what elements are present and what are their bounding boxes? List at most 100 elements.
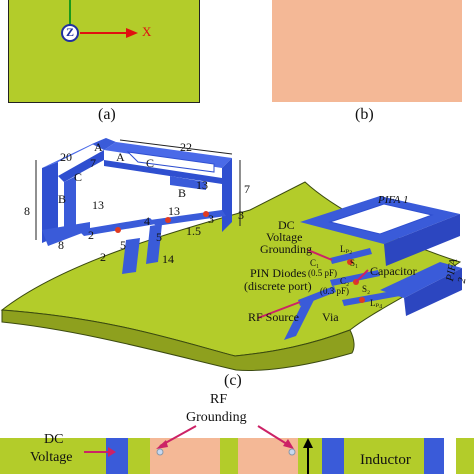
panel-d-white-gap [444, 438, 456, 474]
network-strip-2 [330, 270, 380, 286]
feed-line-down [284, 296, 316, 340]
dim-1-5: 1.5 [186, 224, 201, 238]
label-inductor: Inductor [360, 452, 411, 468]
pifa2-top [380, 262, 462, 298]
dim-4: 4 [144, 214, 150, 228]
board-edge [1, 309, 355, 371]
label-lp4: Lₚ₄ [370, 298, 383, 308]
annotation-arrow [355, 269, 369, 283]
dimension-line [119, 139, 233, 155]
label-s1: S₁ [350, 258, 359, 268]
label-pifa1: PIFA 1 [378, 194, 409, 206]
dim-8-bottom: 8 [58, 238, 64, 252]
panel-d-metal-3 [424, 438, 444, 474]
vertical-arrowhead [303, 438, 313, 448]
x-axis-arrowhead [126, 28, 138, 38]
antenna-b-tab [170, 176, 206, 190]
dim-5-mid: 5 [156, 230, 162, 244]
antenna-right-wall [222, 158, 232, 232]
dim-7-right: 7 [244, 182, 250, 196]
annotation-arrow [257, 301, 301, 319]
label-voltage: Voltage [266, 230, 303, 244]
antenna-top-face [42, 138, 106, 168]
feed-strip-left [78, 218, 156, 236]
panel-b-board [272, 0, 462, 102]
feed-strip-down [122, 238, 140, 274]
antenna-inner-strip [64, 176, 76, 238]
antenna-mid-face [58, 150, 104, 182]
dim-22: 22 [180, 140, 192, 154]
dim-b-right: B [178, 186, 187, 200]
antenna-long-top [104, 142, 232, 168]
via-circle [288, 448, 296, 456]
dc-arrowhead [108, 447, 116, 457]
dim-c-left: C [74, 170, 83, 184]
label-via: Via [322, 310, 339, 324]
annotation-arrow [307, 249, 333, 261]
dim-20: 20 [60, 150, 72, 164]
antenna-front-a [92, 138, 116, 150]
component-dot [115, 227, 121, 233]
dim-2-bottom: 2 [100, 250, 106, 264]
label-rf-grounding: Grounding [186, 410, 247, 425]
dim-c-right: C [146, 156, 155, 170]
label-grounding: Grounding [260, 242, 312, 256]
label-c1: C₁ [310, 258, 320, 268]
dim-3-a: 3 [208, 212, 214, 226]
label-d-dc: DC [44, 432, 64, 447]
rf-arrowhead-left [156, 440, 168, 449]
label-discrete-port: (discrete port) [244, 279, 312, 293]
network-strip-4 [342, 290, 400, 306]
panel-d-strip [0, 438, 474, 474]
component-dot [165, 217, 171, 223]
dim-b-left: B [58, 192, 67, 206]
label-s2: S₂ [362, 284, 371, 294]
antenna-left-foot [42, 222, 90, 246]
feed-strip-14 [146, 224, 162, 264]
label-c2-val: (0.3 pF) [320, 286, 349, 296]
dim-2-left: 2 [88, 228, 94, 242]
z-axis-circle [61, 24, 79, 42]
label-d-voltage: Voltage [30, 450, 73, 465]
antenna-c-slot [126, 151, 215, 173]
dim-8-left: 8 [24, 204, 30, 218]
panel-a-board [8, 0, 200, 103]
caption-a: (a) [98, 106, 116, 123]
label-c2: C₂ [340, 276, 350, 286]
network-strip-1 [330, 248, 372, 264]
component-dot [203, 211, 209, 217]
antenna-long-front [104, 160, 222, 184]
dim-13-right: 13 [196, 178, 208, 192]
caption-b: (b) [355, 106, 374, 123]
dim-13-left: 13 [92, 198, 104, 212]
component-dot [359, 297, 365, 303]
pifa2-wall [404, 268, 462, 316]
pifa1-wall [384, 214, 460, 266]
label-c1-val: (0.5 pF) [308, 268, 337, 278]
label-lp2: Lₚ₂ [340, 244, 353, 254]
rf-arrowhead-right [283, 439, 294, 449]
dim-3-b: 3 [238, 208, 244, 222]
label-pin-diodes: PIN Diodes [250, 266, 307, 280]
label-rf: RF [210, 392, 228, 407]
panel-a-axes [61, 0, 138, 42]
label-dc: DC [278, 218, 295, 232]
component-dot [347, 259, 353, 265]
panel-d-metal-2 [322, 438, 344, 474]
x-axis-label: X [142, 24, 152, 39]
dim-a-left: A [94, 140, 103, 154]
panel-d-metal-1 [106, 438, 128, 474]
label-rf-source: RF Source [248, 310, 299, 324]
caption-c: (c) [224, 372, 242, 389]
via-circle [156, 448, 164, 456]
dim-14: 14 [162, 252, 174, 266]
rf-arrow-right [257, 425, 291, 447]
dim-a-right: A [116, 150, 125, 164]
antenna-left-face [42, 162, 58, 243]
pifa1-slot [328, 203, 434, 235]
dim-5-left: 5 [120, 238, 126, 252]
z-axis-label: Z [66, 25, 75, 39]
dim-7-left: 7 [90, 156, 96, 170]
